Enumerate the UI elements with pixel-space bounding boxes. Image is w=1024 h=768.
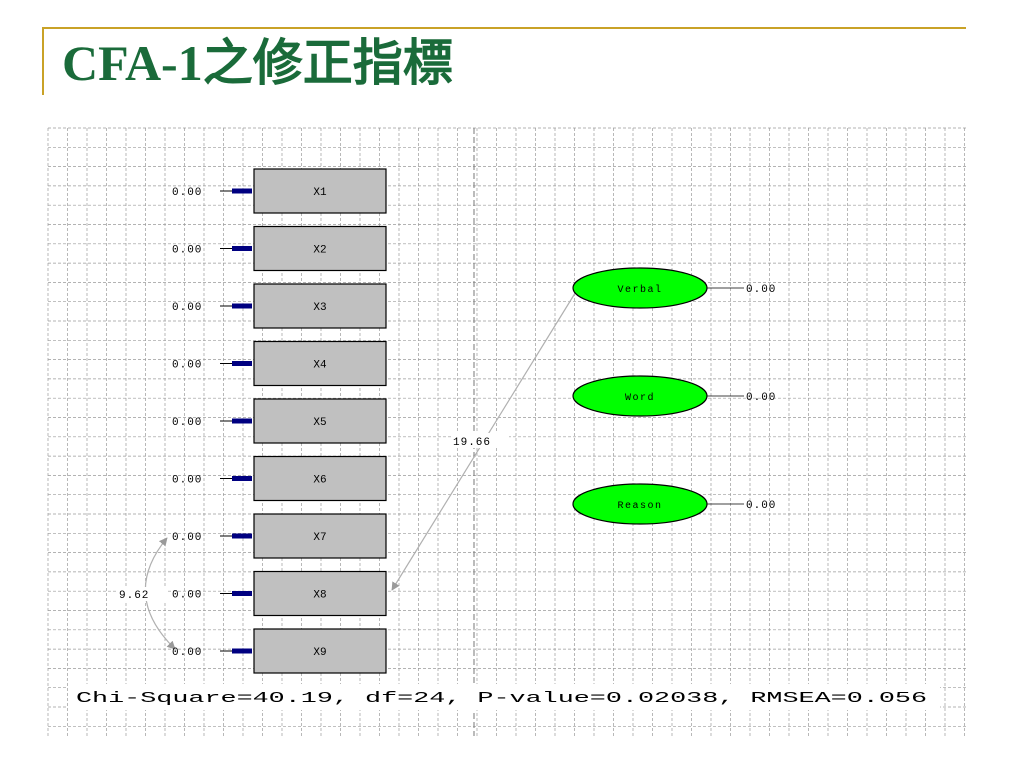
diagram-grid	[47, 127, 968, 736]
latent-variable: Verbal 0.00	[572, 267, 776, 309]
latent-label: Word	[625, 392, 655, 404]
latent-variable: Word 0.00	[572, 375, 776, 417]
mi-label-x7-x9: 9.62	[119, 590, 149, 602]
error-variance-label: 0.00	[172, 360, 202, 372]
error-variance-label: 0.00	[172, 532, 202, 544]
observed-box	[253, 398, 387, 444]
latent-variance-label: 0.00	[746, 500, 776, 512]
error-arrow	[232, 188, 252, 194]
observed-label: X5	[313, 417, 326, 429]
mi-label-bg	[451, 433, 509, 448]
latent-label: Verbal	[617, 284, 662, 296]
observed-variables: X10.00X20.00X30.00X40.00X50.00X60.00X70.…	[172, 168, 387, 674]
error-variance-label: 0.00	[172, 647, 202, 659]
error-variance-label: 0.00	[172, 475, 202, 487]
observed-variable: X6 0.00	[172, 455, 387, 502]
fit-statistics: Chi-Square=40.19, df=24, P-value=0.02038…	[76, 690, 927, 707]
error-arrow	[232, 648, 252, 654]
error-arrow	[232, 361, 252, 366]
error-variance-label: 0.00	[172, 590, 202, 602]
slide-title: CFA-1之修正指標	[62, 35, 453, 91]
observed-variable: X3 0.00	[172, 283, 387, 329]
error-arrow	[232, 533, 252, 539]
observed-variable: X9 0.00	[172, 628, 387, 674]
error-variance-label: 0.00	[172, 187, 202, 199]
observed-box	[253, 225, 387, 272]
error-variance-label: 0.00	[172, 245, 202, 257]
latent-variance-label: 0.00	[746, 284, 776, 296]
observed-variable: X1 0.00	[172, 168, 387, 214]
mi-label-verbal-x8: 19.66	[453, 437, 491, 449]
error-arrow	[232, 476, 252, 481]
observed-box	[253, 168, 387, 214]
latent-label: Reason	[617, 501, 662, 512]
observed-box	[253, 340, 387, 387]
observed-box	[253, 283, 387, 329]
error-variance-label: 0.00	[172, 417, 202, 429]
error-arrow	[232, 591, 252, 596]
error-variance-label: 0.00	[172, 302, 202, 314]
observed-variable: X2 0.00	[172, 225, 387, 272]
title-accent-rule-left	[42, 27, 44, 95]
observed-label: X6	[313, 475, 326, 487]
title-accent-rule-top	[44, 27, 966, 29]
observed-box	[253, 513, 387, 559]
observed-box	[253, 628, 387, 674]
error-arrow	[232, 418, 252, 424]
fit-stats-bg	[68, 684, 940, 710]
observed-label: X3	[313, 302, 326, 314]
observed-box	[253, 570, 387, 617]
observed-label: X4	[313, 360, 327, 372]
observed-variable: X7 0.00	[172, 513, 387, 559]
observed-label: X8	[313, 590, 326, 602]
latent-variable: Reason 0.00	[572, 483, 776, 525]
observed-variable: X5 0.00	[172, 398, 387, 444]
observed-variable: X4 0.00	[172, 340, 387, 387]
observed-variable: X8 0.00	[172, 570, 387, 617]
latent-variance-label: 0.00	[746, 392, 776, 404]
observed-label: X7	[313, 532, 326, 544]
error-arrow	[232, 246, 252, 251]
observed-label: X1	[313, 187, 327, 199]
observed-label: X2	[313, 245, 326, 257]
observed-label: X9	[313, 647, 326, 659]
error-arrow	[232, 303, 252, 309]
observed-box	[253, 455, 387, 502]
mi-label-bg	[117, 587, 167, 601]
